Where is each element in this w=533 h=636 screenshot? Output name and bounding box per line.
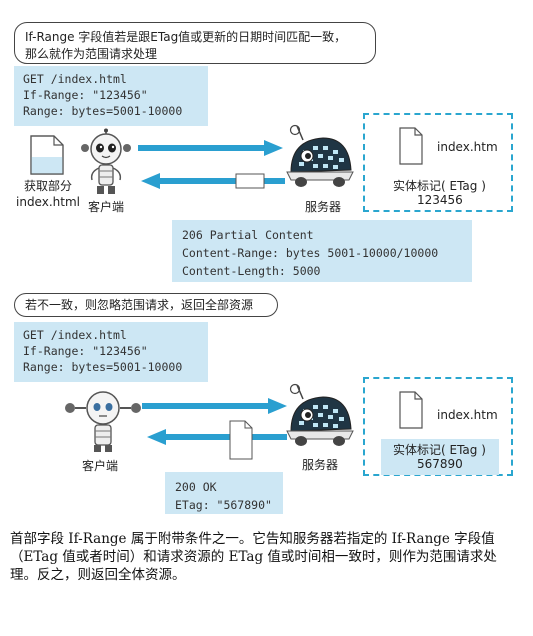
- top-etag-label: 实体标记( ETag ): [393, 179, 486, 193]
- bottom-file-name: index.htm: [437, 408, 498, 422]
- top-condition-bubble: If-Range 字段值若是跟ETag值或更新的日期时间匹配一致， 那么就作为范…: [14, 22, 376, 64]
- top-response-line-3: Content-Length: 5000: [182, 264, 321, 278]
- top-partial-label-line-1: 获取部分: [23, 179, 72, 193]
- top-request-line-3: Range: bytes=5001-10000: [23, 104, 183, 118]
- bottom-resource-box: index.htm 实体标记( ETag ) 567890: [363, 377, 513, 476]
- top-bubble-line-1: If-Range 字段值若是跟ETag值或更新的日期时间匹配一致，: [25, 30, 347, 44]
- top-client-label: 客户端: [88, 200, 125, 214]
- bottom-response-arrow: [147, 420, 287, 460]
- top-request-line-1: GET /index.html: [23, 72, 127, 86]
- robot-server-icon: [286, 383, 354, 446]
- top-request-line-2: If-Range: "123456": [23, 88, 148, 102]
- bottom-response-line-2: ETag: "567890": [175, 498, 272, 512]
- robot-client-icon: [81, 128, 131, 194]
- bottom-request-line-1: GET /index.html: [23, 328, 127, 342]
- top-response-arrow: [141, 173, 285, 189]
- document-icon: [399, 127, 423, 165]
- bottom-request-line-2: If-Range: "123456": [23, 344, 148, 358]
- robot-server-icon: [286, 124, 354, 187]
- top-server-label: 服务器: [305, 200, 342, 214]
- bottom-request-line-3: Range: bytes=5001-10000: [23, 360, 183, 374]
- figure-caption: 首部字段 If-Range 属于附带条件之一。它告知服务器若指定的 If-Ran…: [10, 531, 497, 583]
- bottom-client-label: 客户端: [82, 459, 119, 473]
- top-request-arrow: [138, 140, 283, 156]
- top-bubble-line-2: 那么就作为范围请求处理: [25, 47, 158, 61]
- top-etag-value: 123456: [417, 193, 463, 207]
- bottom-etag-label: 实体标记( ETag ): [393, 443, 486, 457]
- top-response-line-1: 206 Partial Content: [182, 228, 314, 242]
- partial-document-icon: [30, 135, 64, 175]
- bottom-condition-bubble: 若不一致，则忽略范围请求，返回全部资源: [14, 293, 278, 317]
- bottom-bubble-text: 若不一致，则忽略范围请求，返回全部资源: [25, 298, 254, 312]
- top-resource-box: index.htm 实体标记( ETag ) 123456: [363, 113, 513, 212]
- bottom-etag-value: 567890: [417, 457, 463, 471]
- top-response-line-2: Content-Range: bytes 5001-10000/10000: [182, 246, 439, 260]
- document-icon: [399, 391, 423, 429]
- bottom-response-panel: 200 OK ETag: "567890": [165, 472, 283, 514]
- robot-client-icon: [65, 391, 141, 452]
- bottom-response-line-1: 200 OK: [175, 480, 217, 494]
- bottom-server-label: 服务器: [302, 458, 339, 472]
- bottom-etag-highlight: [381, 439, 499, 475]
- top-partial-label: 获取部分 index.html: [16, 178, 80, 210]
- top-file-name: index.htm: [437, 140, 498, 154]
- top-partial-label-line-2: index.html: [16, 195, 80, 209]
- bottom-request-arrow: [142, 398, 287, 414]
